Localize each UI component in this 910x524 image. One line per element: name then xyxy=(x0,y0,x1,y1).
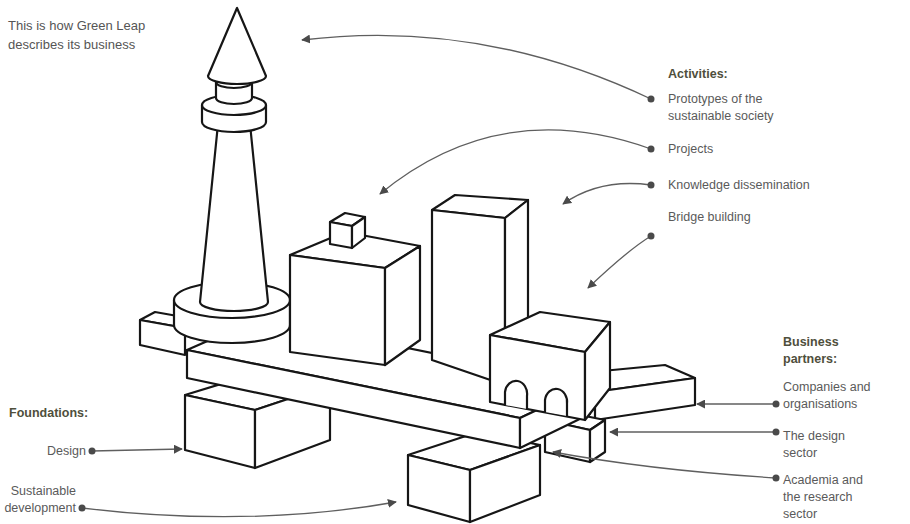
foundation-block-side xyxy=(470,445,540,522)
leader-dot xyxy=(648,233,655,240)
callout-label: Design xyxy=(10,443,86,460)
foundation-block-front xyxy=(185,395,255,468)
leader-line xyxy=(82,502,396,517)
leader-line xyxy=(92,449,182,451)
bridge-side xyxy=(585,322,610,420)
group-heading: Activities: xyxy=(668,66,788,83)
leader-line xyxy=(588,236,651,288)
leader-line xyxy=(553,452,776,478)
bridge-front xyxy=(490,335,585,420)
callout-label: Sustainable development xyxy=(0,483,76,517)
bridge-arch xyxy=(545,389,567,416)
leader-dot xyxy=(773,475,780,482)
leader-line xyxy=(697,403,776,404)
callout-label: Bridge building xyxy=(668,209,808,226)
callout-label: Prototypes of the sustainable society xyxy=(668,91,793,125)
small-cube-side xyxy=(352,217,365,248)
leader-dot xyxy=(773,401,780,408)
leader-dot xyxy=(648,146,655,153)
tower-column xyxy=(200,124,268,311)
foundation-block-front xyxy=(408,455,470,522)
leader-dot xyxy=(89,448,96,455)
callout-label: The design sector xyxy=(783,428,863,462)
leader-line xyxy=(563,184,651,204)
small-block-side xyxy=(590,420,605,462)
leader-line xyxy=(610,431,776,432)
leader-dot xyxy=(773,429,780,436)
title-note: This is how Green Leap describes its bus… xyxy=(8,16,176,54)
bridge-arch xyxy=(505,381,527,409)
callout-label: Projects xyxy=(668,141,788,158)
cube-side xyxy=(385,246,420,365)
small-cube-front xyxy=(330,222,352,248)
leader-dot xyxy=(648,182,655,189)
cube-front xyxy=(290,255,385,365)
group-heading: Business partners: xyxy=(783,334,878,368)
callout-label: Knowledge dissemination xyxy=(668,177,838,194)
leader-dot xyxy=(648,96,655,103)
tower-cone xyxy=(208,8,266,84)
group-heading: Foundations: xyxy=(9,405,119,422)
callout-label: Academia and the research sector xyxy=(783,472,873,523)
callout-label: Companies and organisations xyxy=(783,379,898,413)
leader-line xyxy=(302,35,651,99)
leader-dot xyxy=(79,505,86,512)
